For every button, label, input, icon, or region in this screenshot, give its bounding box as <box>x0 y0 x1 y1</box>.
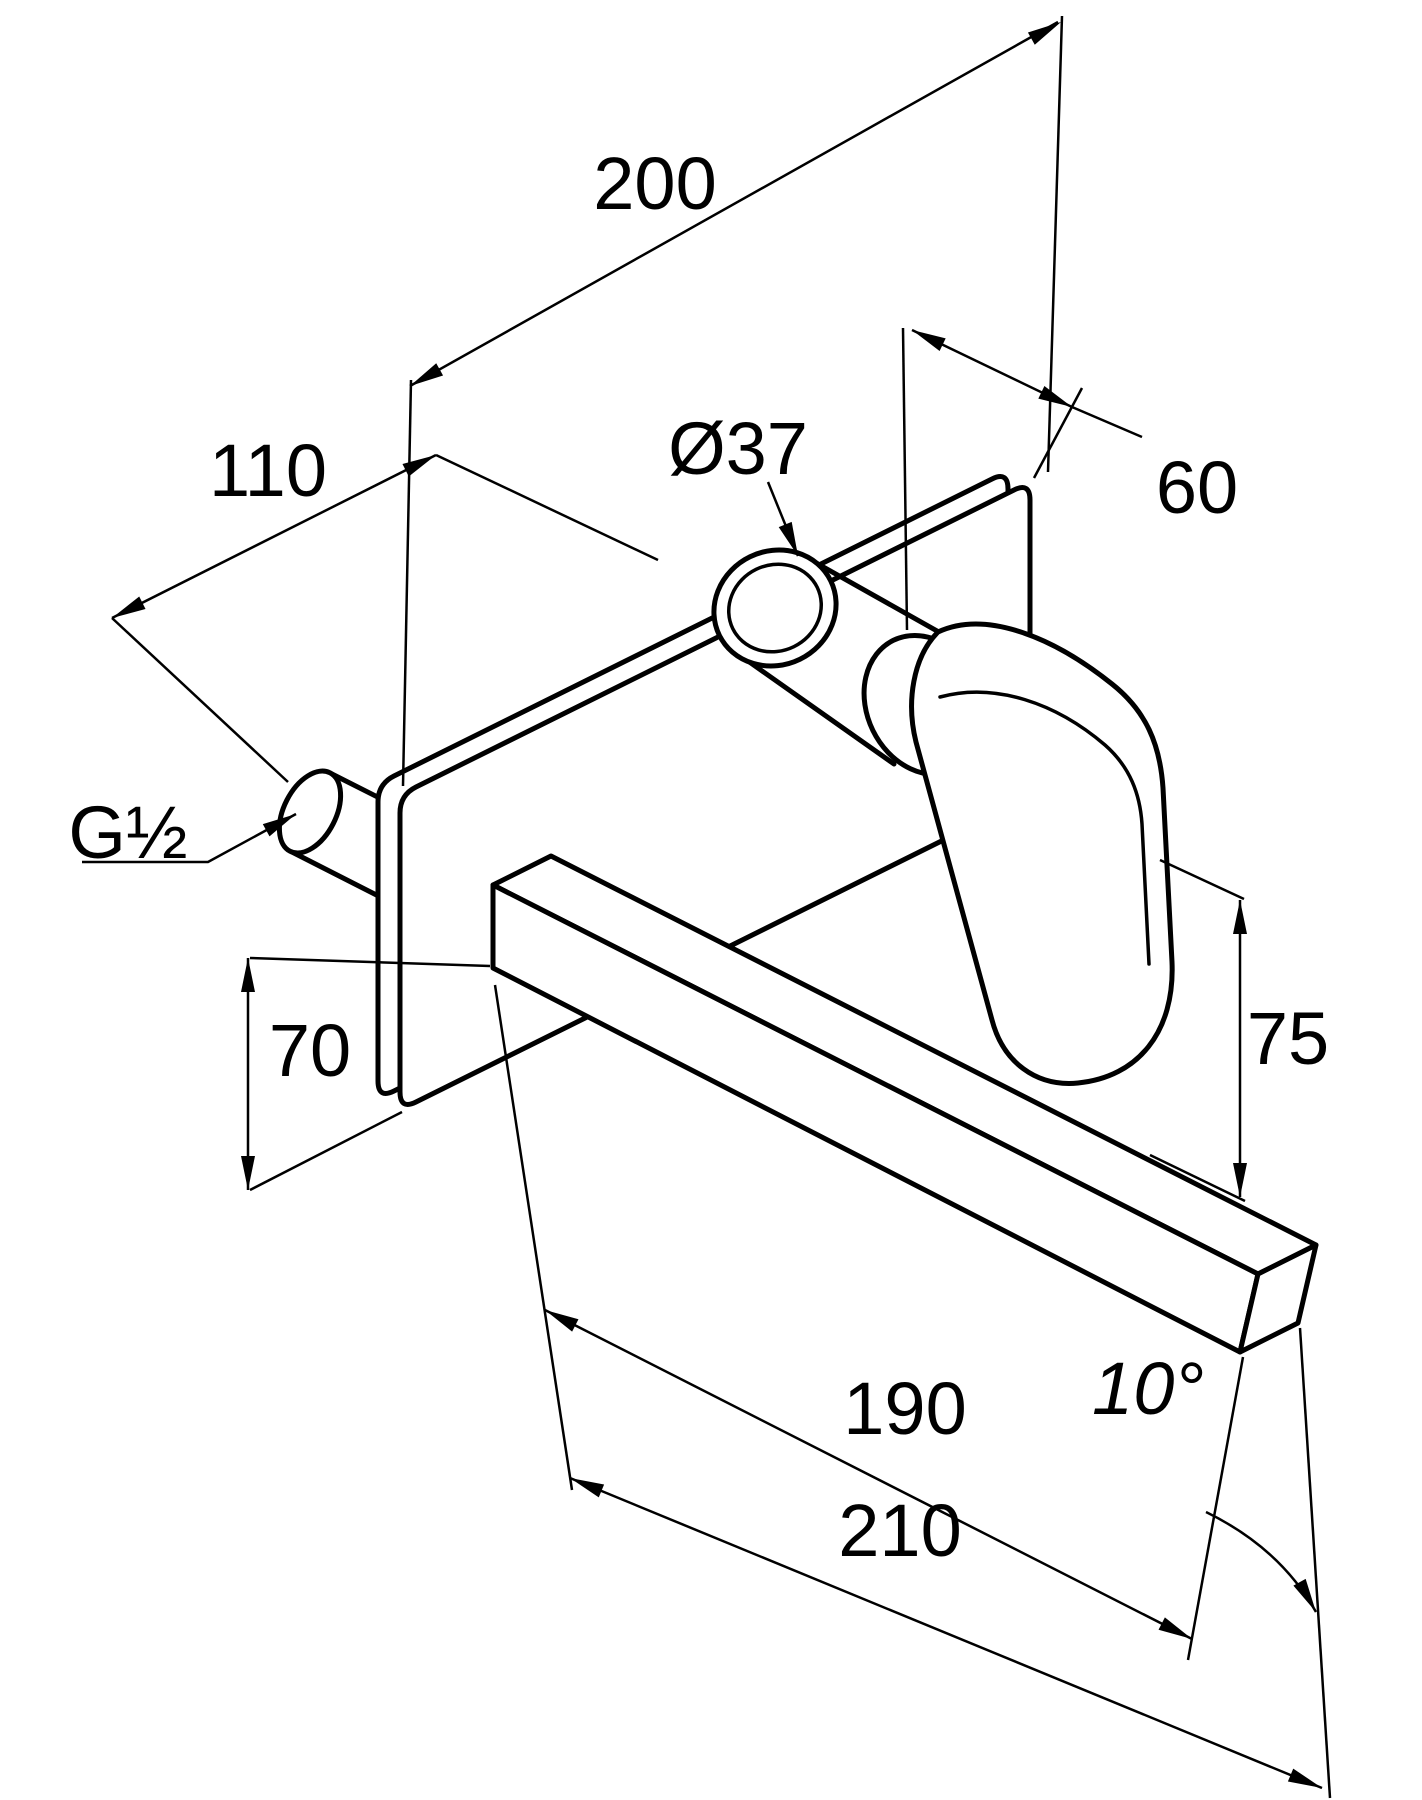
dim-label-60: 60 <box>1156 446 1238 529</box>
arrowhead <box>402 455 436 477</box>
arrowhead <box>1158 1617 1192 1639</box>
extension-line-70-top <box>249 956 491 968</box>
spout-top-face <box>490 853 1319 1277</box>
extension-line-110-right <box>435 453 659 562</box>
dim-label-thread: G½ <box>68 791 187 874</box>
cartridge-cylinder-bottom-edge <box>745 658 897 767</box>
arrowhead <box>262 814 296 837</box>
arrowhead <box>410 363 444 386</box>
arrowhead <box>1293 1578 1316 1612</box>
arrowhead <box>545 1310 579 1332</box>
dimension-line-210 <box>569 1476 1323 1790</box>
dimension-line-60-leader <box>1071 405 1143 439</box>
cartridge-cylinder-top-edge <box>799 552 949 639</box>
arrowhead <box>241 958 255 992</box>
extension-line-60-right <box>1032 387 1084 479</box>
extension-line-110-left <box>111 617 289 783</box>
arrowhead <box>1233 900 1247 934</box>
extension-line-60-left <box>901 327 909 631</box>
spout <box>490 853 1319 1355</box>
dim-label-210: 210 <box>838 1489 961 1572</box>
arrowhead <box>112 596 146 618</box>
faucet-body <box>276 474 1319 1355</box>
dimension-line-190 <box>544 1308 1193 1641</box>
dimension-line-110 <box>111 453 437 620</box>
arrowhead <box>1038 385 1072 407</box>
arrowhead <box>912 330 946 352</box>
dim-label-190: 190 <box>843 1367 966 1450</box>
dim-label-200: 200 <box>593 142 716 225</box>
supply-cylinder-cap <box>276 768 344 856</box>
arrowhead <box>1287 1768 1322 1788</box>
dimension-line-200 <box>409 20 1059 388</box>
dim-label-110: 110 <box>209 429 327 512</box>
arrowhead <box>241 1156 255 1190</box>
arrowhead <box>778 521 798 556</box>
dim-label-diameter: Ø37 <box>668 407 808 490</box>
angle-arc-10deg <box>1205 1510 1318 1613</box>
arrowhead <box>1027 22 1061 45</box>
lever-handle <box>909 621 1175 1086</box>
arrowhead <box>1233 1163 1247 1197</box>
extension-line-200-left <box>401 379 413 787</box>
angle-reference-line-10deg <box>1186 1356 1245 1661</box>
spout-tip-face <box>1237 1242 1319 1355</box>
dim-label-75: 75 <box>1247 997 1329 1080</box>
extension-line-70-bottom <box>249 1110 403 1192</box>
lever-handle-top-face-edge <box>938 690 1151 966</box>
extension-line-75-bottom <box>1149 1153 1246 1203</box>
cartridge-cover-inner-ring <box>726 562 824 654</box>
arrowhead <box>570 1478 605 1498</box>
extension-line-spout-rear <box>493 984 574 1491</box>
dimension-annotations: 200 110 Ø37 60 G½ 70 75 190 10° 210 <box>68 15 1332 1799</box>
extension-line-210-right <box>1298 1327 1332 1799</box>
dim-label-70: 70 <box>269 1009 351 1092</box>
dim-label-angle: 10° <box>1092 1347 1204 1430</box>
extension-line-75-top <box>1159 858 1245 901</box>
